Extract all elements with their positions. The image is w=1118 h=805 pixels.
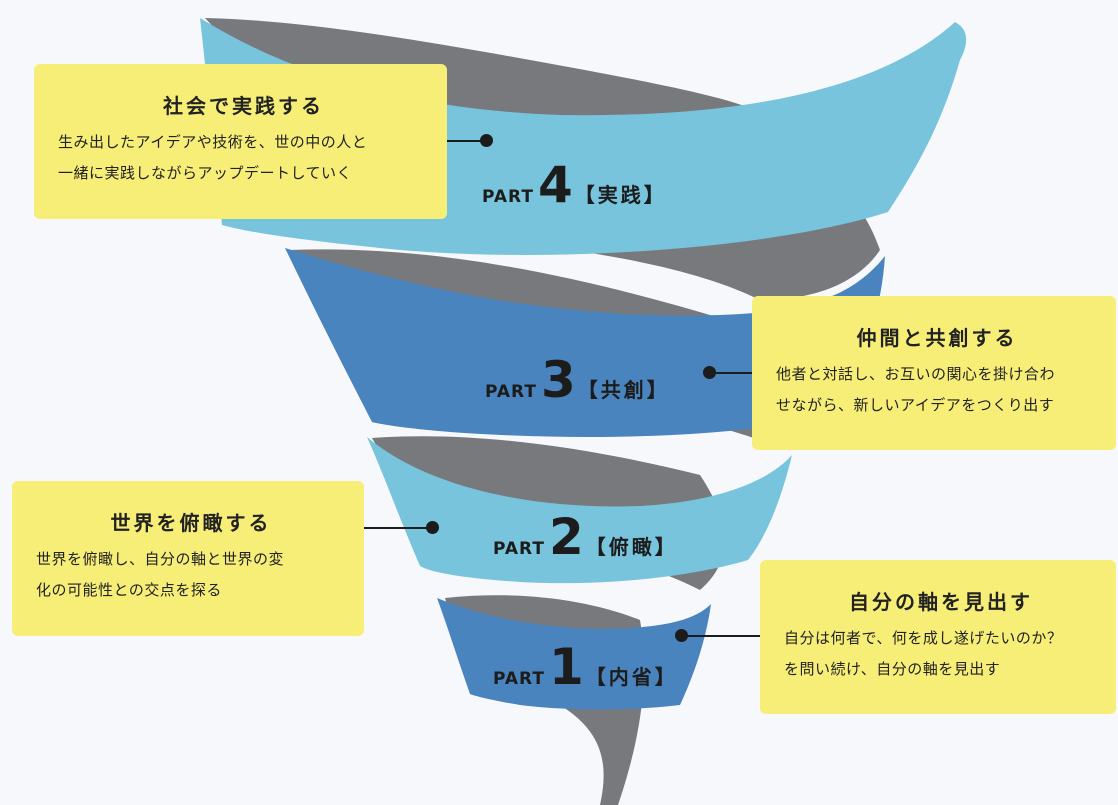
part3-number: 3: [540, 351, 576, 409]
callout-part3: 仲間と共創する 他者と対話し、お互いの関心を掛け合わ せながら、新しいアイデアを…: [752, 296, 1116, 450]
part3-leader-dot: [703, 366, 716, 379]
part2-label: PART 2 【俯瞰】: [493, 512, 678, 562]
part1-label: PART 1 【内省】: [493, 642, 678, 692]
part4-tag: 【実践】: [574, 183, 667, 207]
callout-part1-title: 自分の軸を見出す: [849, 590, 1033, 614]
callout-part3-title: 仲間と共創する: [856, 326, 1018, 350]
callout-part2-title: 世界を俯瞰する: [110, 511, 272, 535]
part4-leader-dot: [480, 134, 493, 147]
part1-leader-line: [682, 635, 762, 637]
part4-number: 4: [537, 156, 573, 214]
band-part1: [437, 598, 711, 710]
callout-part4-line2: 一緒に実践しながらアップデートしていく: [58, 164, 353, 182]
part4-label: PART 4 【実践】: [482, 160, 667, 210]
callout-part4: 社会で実践する 生み出したアイデアや技術を、世の中の人と 一緒に実践しながらアッ…: [34, 64, 447, 219]
part3-word: PART: [485, 382, 537, 402]
callout-part2-line2: 化の可能性との交点を探る: [36, 581, 222, 599]
part3-label: PART 3 【共創】: [485, 355, 670, 405]
part2-word: PART: [493, 539, 545, 559]
callout-part2: 世界を俯瞰する 世界を俯瞰し、自分の軸と世界の変 化の可能性との交点を探る: [12, 481, 364, 636]
part4-leader-line: [446, 140, 486, 142]
part2-tag: 【俯瞰】: [585, 535, 678, 559]
callout-part1-line2: を問い続け、自分の軸を見出す: [784, 660, 1001, 678]
callout-part4-title: 社会で実践する: [163, 94, 324, 118]
callout-part1: 自分の軸を見出す 自分は何者で、何を成し遂げたいのか？ を問い続け、自分の軸を見…: [760, 560, 1116, 714]
part3-leader-line: [710, 372, 754, 374]
part1-leader-dot: [675, 629, 688, 642]
band-part3: [285, 248, 885, 437]
part1-word: PART: [493, 669, 545, 689]
callout-part3-line1: 他者と対話し、お互いの関心を掛け合わ: [776, 365, 1056, 383]
part4-word: PART: [482, 187, 534, 207]
band-part2: [367, 437, 792, 584]
callout-part1-line1: 自分は何者で、何を成し遂げたいのか？: [784, 629, 1063, 647]
part3-tag: 【共創】: [577, 378, 670, 402]
part1-tag: 【内省】: [585, 665, 678, 689]
part2-number: 2: [548, 508, 584, 566]
part2-leader-line: [364, 527, 432, 529]
callout-part3-line2: せながら、新しいアイデアをつくり出す: [776, 396, 1055, 414]
part1-number: 1: [548, 638, 584, 696]
part2-leader-dot: [426, 521, 439, 534]
callout-part2-line1: 世界を俯瞰し、自分の軸と世界の変: [36, 550, 285, 568]
callout-part4-line1: 生み出したアイデアや技術を、世の中の人と: [58, 133, 368, 151]
